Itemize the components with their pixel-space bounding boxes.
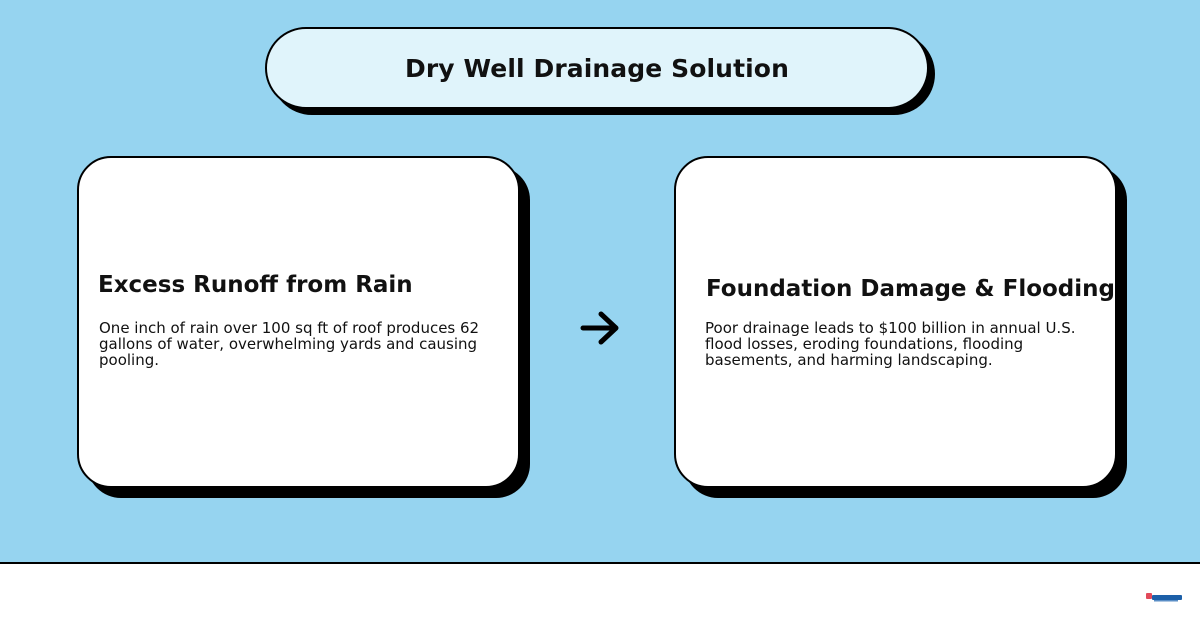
title-banner: Dry Well Drainage Solution bbox=[265, 27, 929, 109]
cause-description: One inch of rain over 100 sq ft of roof … bbox=[99, 319, 480, 369]
footer-bar bbox=[0, 562, 1200, 630]
effect-card: Foundation Damage & Flooding Poor draina… bbox=[674, 156, 1117, 488]
diagram-title: Dry Well Drainage Solution bbox=[405, 53, 789, 83]
arrow-right-icon bbox=[580, 311, 619, 345]
cause-heading: Excess Runoff from Rain bbox=[98, 272, 413, 298]
brand-logo-icon bbox=[1146, 593, 1182, 602]
cause-card: Excess Runoff from Rain One inch of rain… bbox=[77, 156, 520, 488]
effect-heading: Foundation Damage & Flooding bbox=[706, 276, 1115, 302]
effect-description: Poor drainage leads to $100 billion in a… bbox=[705, 319, 1076, 369]
diagram-canvas: Dry Well Drainage Solution Excess Runoff… bbox=[0, 0, 1200, 562]
